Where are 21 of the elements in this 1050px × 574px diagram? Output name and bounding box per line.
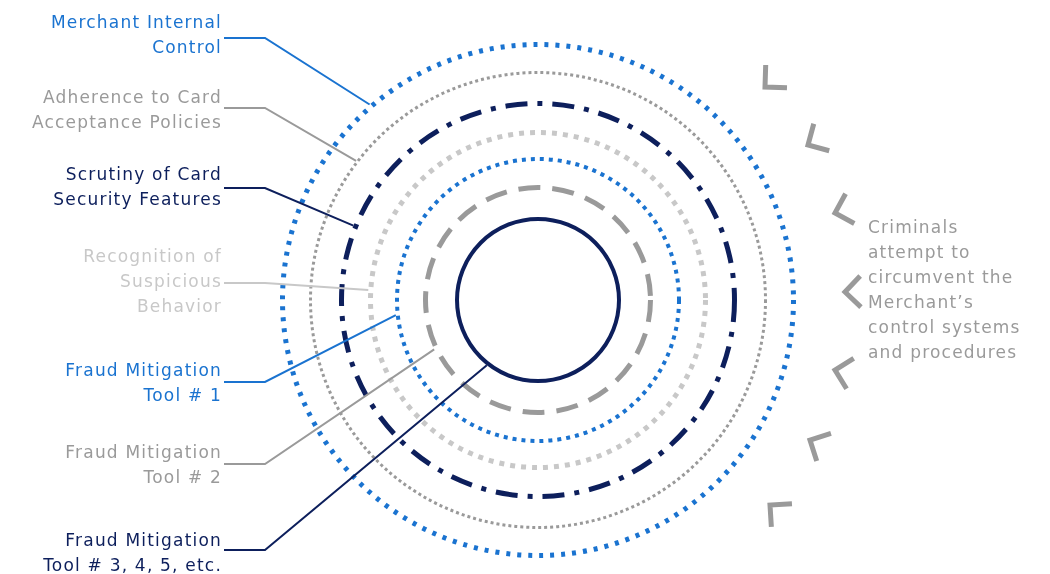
leader-line xyxy=(223,314,397,383)
leader-line xyxy=(223,364,488,551)
ring-label: Scrutiny of Card Security Features xyxy=(22,162,222,212)
ring-label: Fraud Mitigation Tool # 3, 4, 5, etc. xyxy=(26,528,222,574)
ring-label: Adherence to Card Acceptance Policies xyxy=(10,85,222,135)
leader-line xyxy=(223,282,370,291)
leader-line xyxy=(223,107,358,162)
ring-label: Fraud Mitigation Tool # 2 xyxy=(42,440,222,490)
dashed-ring xyxy=(423,185,653,415)
dotted-ring xyxy=(280,42,796,558)
leader-line xyxy=(223,348,436,465)
ring-label: Fraud Mitigation Tool # 1 xyxy=(42,358,222,408)
dash-dot-ring xyxy=(339,101,737,499)
note-text: Criminals attempt to circumvent the Merchant’s control systems and procedures xyxy=(868,216,1022,364)
dotted-ring xyxy=(309,71,767,529)
ring-label: Merchant Internal Control xyxy=(22,10,222,60)
leader-line xyxy=(223,187,355,227)
solid-circle xyxy=(455,217,621,383)
dotted-ring xyxy=(395,157,681,443)
leader-line xyxy=(223,37,371,106)
dotted-ring xyxy=(368,130,708,470)
